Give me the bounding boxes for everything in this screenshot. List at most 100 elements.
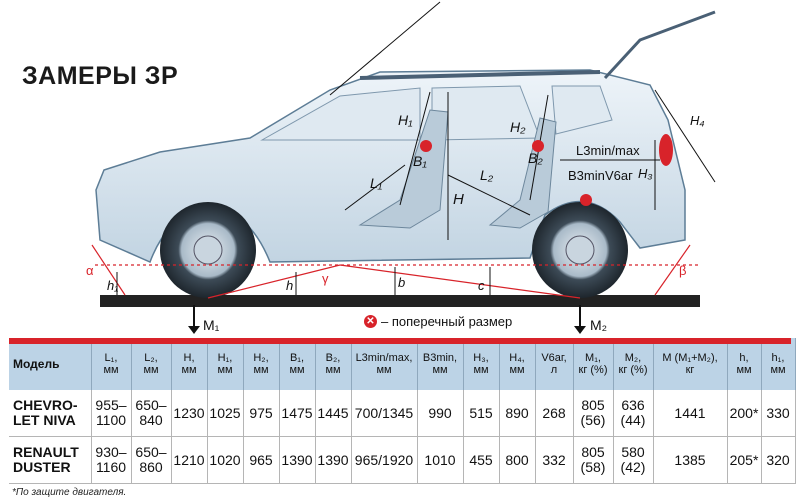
label-B1: B₁ — [413, 153, 427, 169]
column-name: H₄, — [509, 352, 525, 364]
table-cell: 650–840 — [131, 390, 172, 437]
column-unit: мм — [376, 364, 392, 376]
table-cell: 1445 — [315, 390, 352, 437]
table-cell: 1025 — [207, 390, 244, 437]
column-unit: кг (%) — [578, 364, 608, 376]
front-window — [260, 87, 421, 141]
label-H1: H₁ — [398, 112, 413, 128]
table-cell: 955–1100 — [91, 390, 132, 437]
column-header: H,мм — [171, 338, 208, 390]
column-unit: мм — [143, 364, 159, 376]
column-header: B3min,мм — [417, 338, 464, 390]
table-cell: 1390 — [315, 436, 352, 484]
label-H2: H₂ — [510, 119, 526, 135]
label-H3: H₃ — [638, 166, 653, 181]
label-L3: L3min/max — [576, 143, 640, 158]
table-cell: 515 — [463, 390, 500, 437]
table-cell: 205* — [727, 436, 762, 484]
table-cell: 990 — [417, 390, 464, 437]
column-header: V6аг,л — [535, 338, 574, 390]
label-c: c — [478, 278, 485, 293]
column-header: H₂,мм — [243, 338, 280, 390]
footnote: *По защите двигателя. — [12, 487, 127, 498]
table-cell: 930–1160 — [91, 436, 132, 484]
column-name: B₁, — [289, 352, 305, 364]
table-cell: 1385 — [653, 436, 728, 484]
table-cell: 580(42) — [613, 436, 654, 484]
column-name: h₁, — [771, 352, 785, 364]
column-unit: мм — [432, 364, 448, 376]
table-cell: 320 — [761, 436, 796, 484]
column-unit: мм — [736, 364, 752, 376]
column-name: h, — [739, 352, 749, 364]
label-H4: H₄ — [690, 113, 705, 128]
column-name: L3min/max, — [355, 352, 413, 364]
column-name: B3min, — [422, 352, 458, 364]
label-V: V6аг — [605, 168, 633, 183]
label-M1: M₁ — [203, 317, 220, 333]
table-cell: 200* — [727, 390, 762, 437]
column-unit: кг — [685, 364, 695, 376]
column-header: M₂,кг (%) — [613, 338, 654, 390]
table-cell: 650–860 — [131, 436, 172, 484]
table-cell: 636(44) — [613, 390, 654, 437]
table-accent-bar — [9, 338, 791, 344]
label-L2: L₂ — [480, 167, 494, 183]
column-unit: мм — [289, 364, 305, 376]
column-name: H₂, — [253, 352, 269, 364]
column-header: L₁,мм — [91, 338, 132, 390]
column-header: H₃,мм — [463, 338, 500, 390]
column-header: M (M₁+M₂),кг — [653, 338, 728, 390]
column-header: H₁,мм — [207, 338, 244, 390]
roof-rail — [359, 70, 601, 80]
label-beta: β — [679, 263, 686, 278]
label-h1: h₁ — [107, 278, 118, 293]
table-cell: 975 — [243, 390, 280, 437]
column-name: B₂, — [325, 352, 341, 364]
column-name: H, — [183, 352, 195, 364]
table-cell: 268 — [535, 390, 574, 437]
column-unit: мм — [770, 364, 786, 376]
column-header: h,мм — [727, 338, 762, 390]
column-unit: мм — [473, 364, 489, 376]
table-cell: 965 — [243, 436, 280, 484]
car-measurement-diagram: H₁ H₂ H H₃ H₄ L₁ L₂ L3min/max B₁ B₂ B3mi… — [22, 1, 716, 334]
legend-text: – поперечный размер — [381, 314, 513, 329]
column-name: V6аг, — [541, 352, 567, 364]
column-name: H₃, — [473, 352, 489, 364]
column-unit: мм — [325, 364, 341, 376]
column-header: M₁,кг (%) — [573, 338, 614, 390]
column-name: M₂, — [624, 352, 642, 364]
table-cell: 805(58) — [573, 436, 614, 484]
cross-marker-icon: ✕ — [364, 315, 377, 328]
column-header: L₂,мм — [131, 338, 172, 390]
column-unit: мм — [509, 364, 525, 376]
label-B3: B3min — [568, 168, 605, 183]
column-header: L3min/max,мм — [351, 338, 418, 390]
table-cell: 965/1920 — [351, 436, 418, 484]
table-cell: 1475 — [279, 390, 316, 437]
label-h: h — [286, 278, 293, 293]
column-name: M (M₁+M₂), — [662, 352, 718, 364]
column-name: H₁, — [217, 352, 233, 364]
column-header: h₁,мм — [761, 338, 796, 390]
column-name: L₂, — [144, 352, 158, 364]
table-cell: 330 — [761, 390, 796, 437]
label-M2: M₂ — [590, 317, 607, 333]
column-name: L₁, — [104, 352, 118, 364]
column-unit: кг (%) — [618, 364, 648, 376]
table-cell: 1390 — [279, 436, 316, 484]
column-header: B₂,мм — [315, 338, 352, 390]
label-H: H — [453, 191, 464, 208]
tailgate — [603, 10, 716, 80]
front-hub — [193, 235, 223, 265]
label-L1: L₁ — [370, 175, 383, 191]
model-cell: CHEVRO-LET NIVA — [9, 390, 92, 437]
table-cell: 455 — [463, 436, 500, 484]
